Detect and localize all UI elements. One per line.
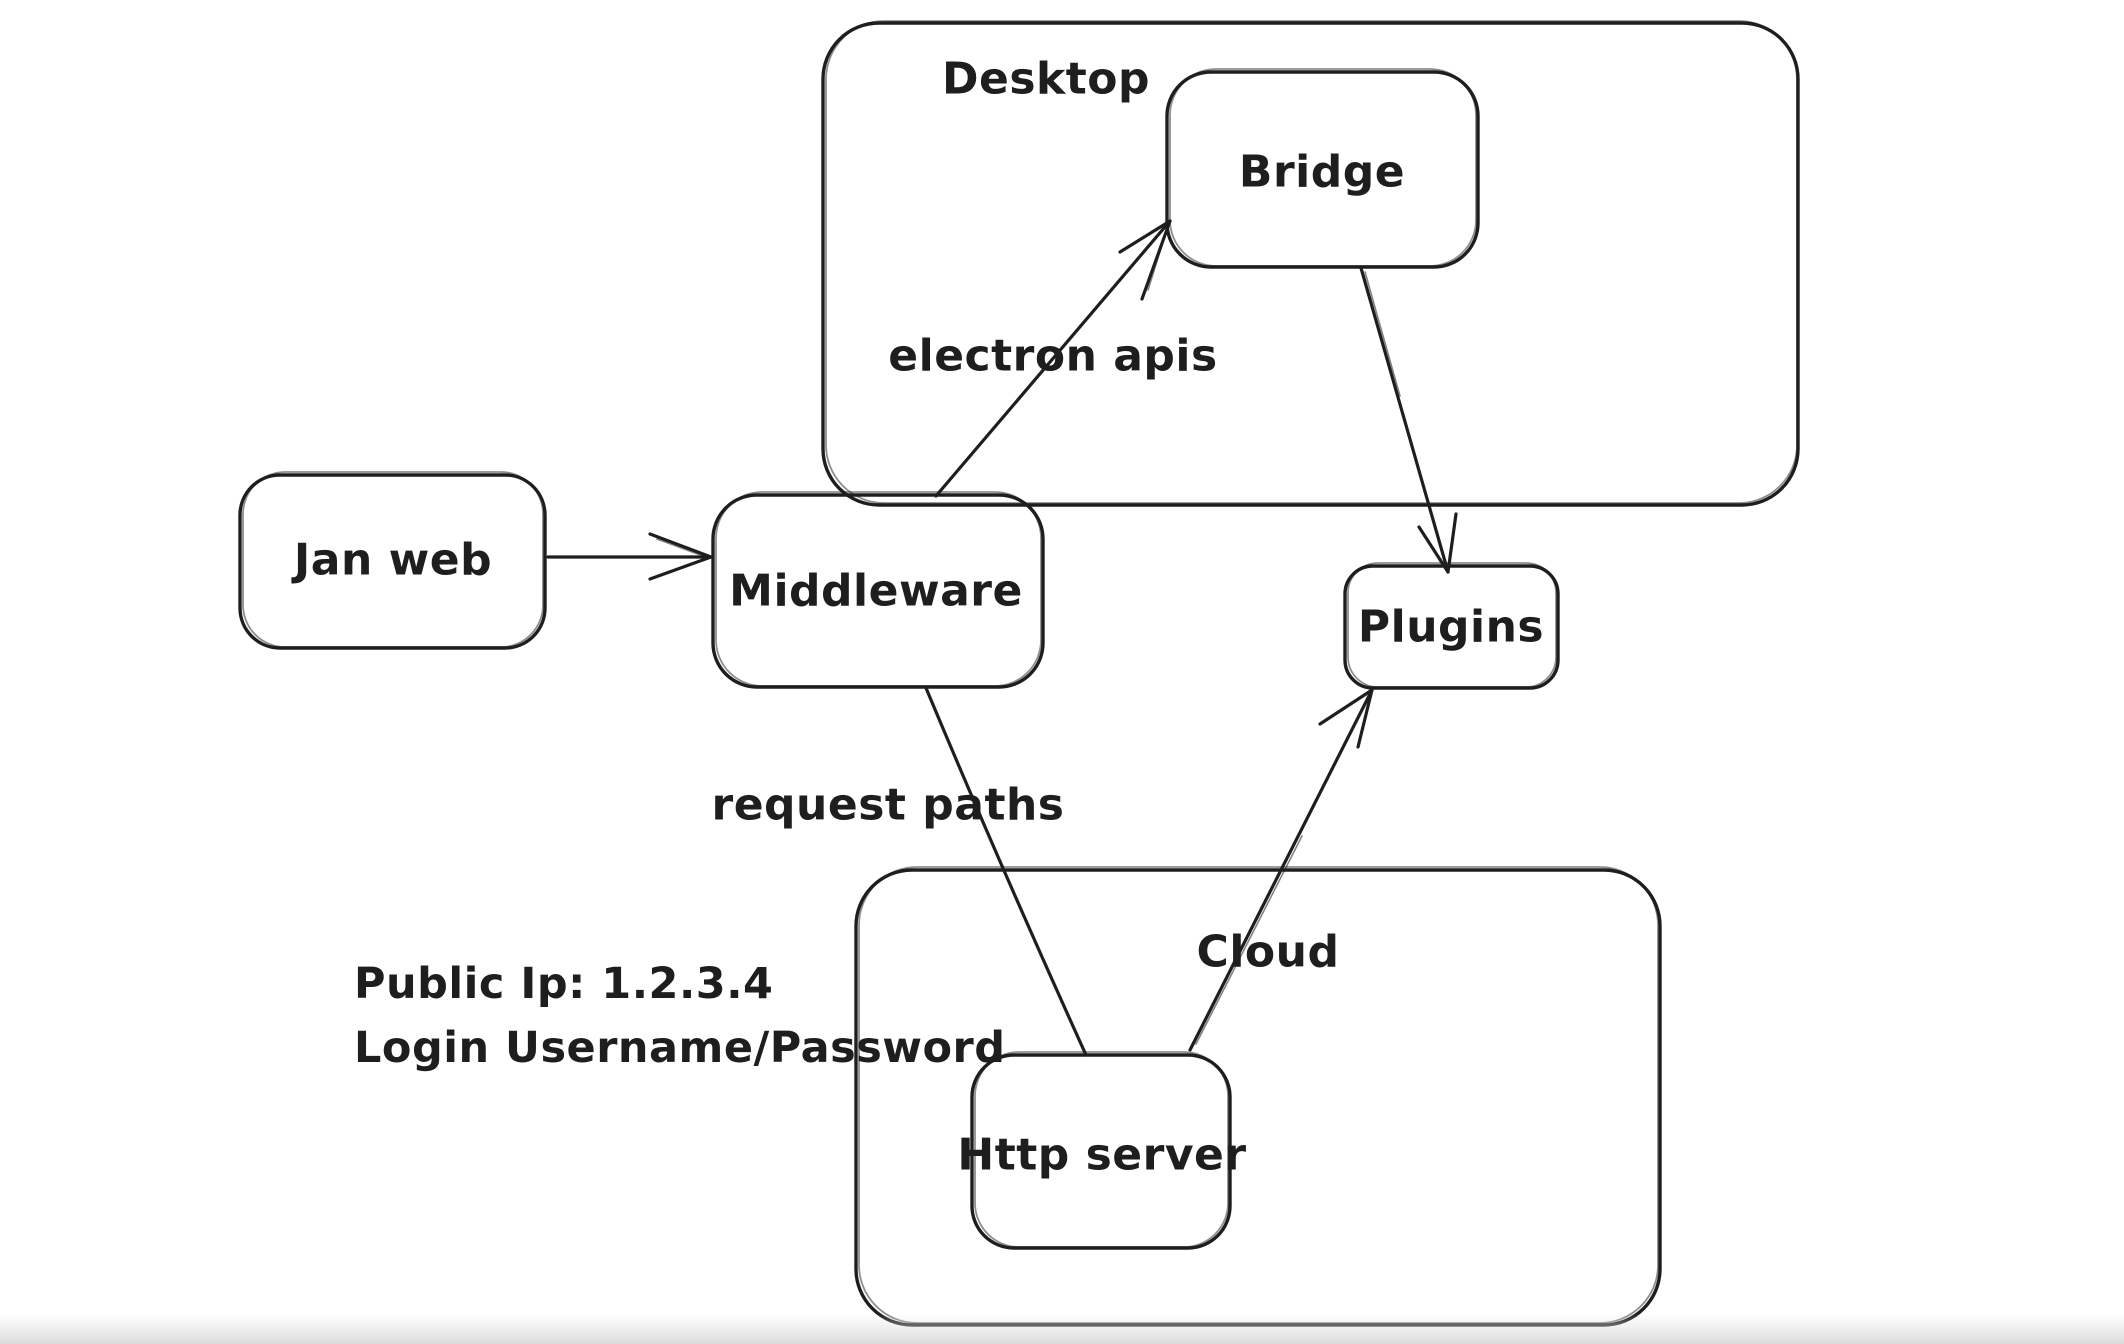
bridge-node-shape[interactable] (1165, 70, 1480, 269)
edge-label-request-paths: request paths (711, 779, 1065, 831)
jan-web-node-shape[interactable] (238, 473, 547, 650)
jan-web-node-shape-accent (242, 471, 544, 648)
http-server-node-shape-accent (974, 1051, 1229, 1248)
http-server-node-shape[interactable] (970, 1053, 1232, 1250)
annotation-login-line: Login Username/Password (354, 1023, 1006, 1073)
cloud-credentials-annotation[interactable]: Public Ip: 1.2.3.4 Login Username/Passwo… (354, 952, 1006, 1080)
plugins-node-shape[interactable] (1343, 564, 1560, 690)
desktop-container-shape-accent (825, 20, 1798, 504)
arrow-middleware-to-bridge[interactable] (934, 219, 1172, 498)
line-middleware-to-http-server[interactable] (924, 686, 1088, 1057)
middleware-node-label: Middleware (729, 565, 1023, 617)
plugins-node-label: Plugins (1357, 601, 1545, 653)
jan-web-node-label: Jan web (293, 534, 493, 586)
annotation-public-ip-line: Public Ip: 1.2.3.4 (354, 959, 774, 1009)
desktop-container-label: Desktop (941, 53, 1151, 105)
http-server-node-label: Http server (957, 1129, 1247, 1181)
arrow-bridge-to-plugins[interactable] (1359, 266, 1458, 574)
bridge-node-shape-accent (1169, 68, 1477, 267)
middleware-node-shape[interactable] (711, 493, 1045, 689)
edge-label-electron-apis: electron apis (888, 330, 1218, 382)
arrow-jan-web-to-middleware[interactable] (546, 532, 713, 581)
cloud-container-label: Cloud (1196, 926, 1340, 978)
arrow-http-server-to-plugins[interactable] (1188, 688, 1374, 1052)
plugins-node-shape-accent (1347, 562, 1557, 688)
bridge-node-label: Bridge (1238, 146, 1406, 198)
desktop-container-shape[interactable] (821, 21, 1800, 507)
middleware-node-shape-accent (715, 491, 1042, 687)
